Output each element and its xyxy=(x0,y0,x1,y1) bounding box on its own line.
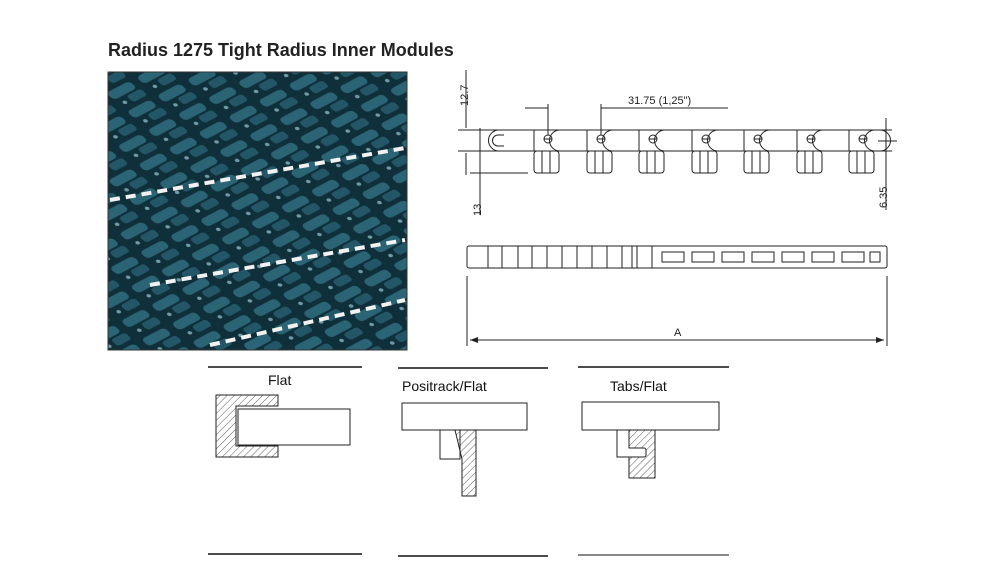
belt-photo xyxy=(107,71,408,351)
dim-pitch: 31.75 (1,25") xyxy=(628,95,691,107)
profile-label: Tabs/Flat xyxy=(610,378,667,394)
module xyxy=(533,129,561,174)
top-view-drawing: A xyxy=(466,245,888,346)
page-title: Radius 1275 Tight Radius Inner Modules xyxy=(108,40,454,60)
dim-rod: 6.35 xyxy=(878,187,890,208)
dim-width-a: A xyxy=(674,327,682,339)
dim-depth: 13 xyxy=(472,204,484,216)
dim-height: 12.7 xyxy=(459,85,471,106)
profile-label: Positrack/Flat xyxy=(402,378,487,394)
rod-lines xyxy=(109,146,406,347)
profile-label: Flat xyxy=(268,372,291,388)
profile-tabs-flat: Tabs/Flat xyxy=(578,366,729,556)
profile-positrack-flat: Positrack/Flat xyxy=(398,367,548,557)
profile-flat: Flat xyxy=(208,366,362,555)
side-view-drawing: 12.7 13 31.75 (1,25") 6.35 xyxy=(458,70,897,216)
